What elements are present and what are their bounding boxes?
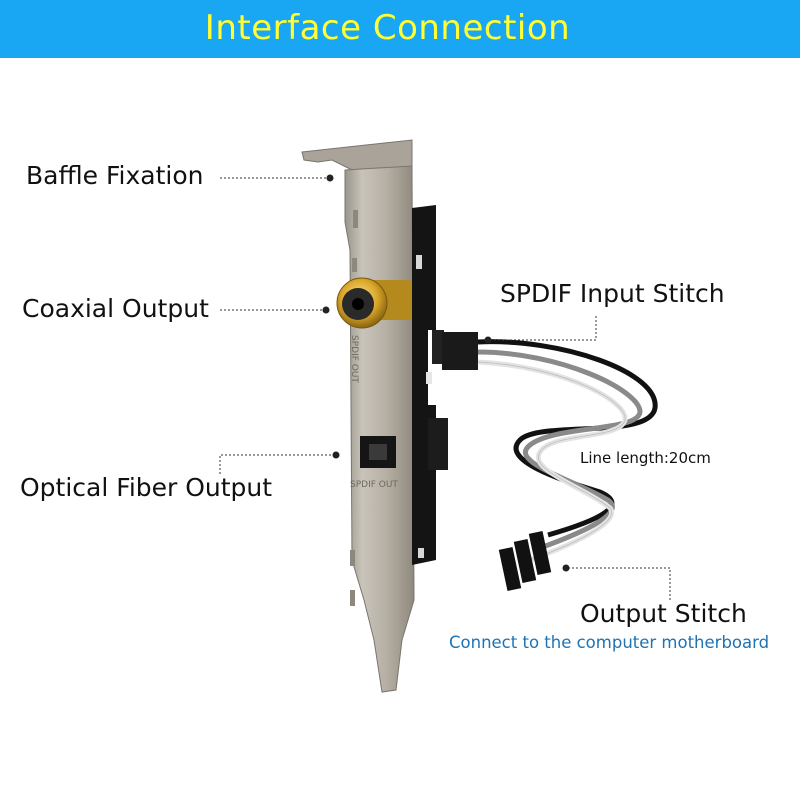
motherboard-note: Connect to the computer motherboard	[449, 633, 770, 652]
optical-port-opening	[369, 444, 387, 460]
coax-port-label: SPDIF OUT	[349, 335, 359, 383]
callout-line-spdif	[488, 316, 597, 341]
line-length-label: Line length:20cm	[580, 449, 711, 467]
input-dupont-housing	[442, 332, 478, 370]
bracket-slot	[350, 550, 355, 566]
callout-output-stitch: Output Stitch	[580, 599, 747, 628]
bracket-top-tab	[301, 139, 413, 171]
callout-dot	[484, 336, 492, 344]
callout-dot	[326, 174, 334, 182]
callout-coaxial-output: Coaxial Output	[22, 294, 209, 323]
metal-bracket	[344, 165, 415, 693]
callout-spdif-input: SPDIF Input Stitch	[500, 279, 725, 308]
callout-optical-output: Optical Fiber Output	[20, 473, 273, 502]
callout-dot	[322, 306, 330, 314]
bracket-slot	[352, 258, 357, 272]
callout-dot	[562, 564, 570, 572]
bracket-slot	[353, 210, 358, 228]
page-title: Interface Connection	[204, 8, 571, 48]
callout-line-optical	[219, 454, 336, 474]
header-banner: Interface Connection	[0, 0, 800, 58]
callout-dot	[332, 451, 340, 459]
bracket-slot	[350, 590, 355, 606]
rca-pin-hole	[352, 298, 364, 310]
callout-baffle-fixation: Baffle Fixation	[26, 161, 204, 190]
pcb-component	[426, 372, 432, 384]
optical-port-label: SPDIF OUT	[350, 480, 398, 490]
pcb-component	[416, 255, 422, 269]
input-header	[432, 330, 444, 364]
pcb-component	[418, 548, 424, 558]
callout-line-output	[566, 567, 671, 600]
pcb-board	[412, 205, 436, 565]
connector-block	[428, 418, 448, 470]
output-dupont-connectors	[498, 531, 552, 591]
